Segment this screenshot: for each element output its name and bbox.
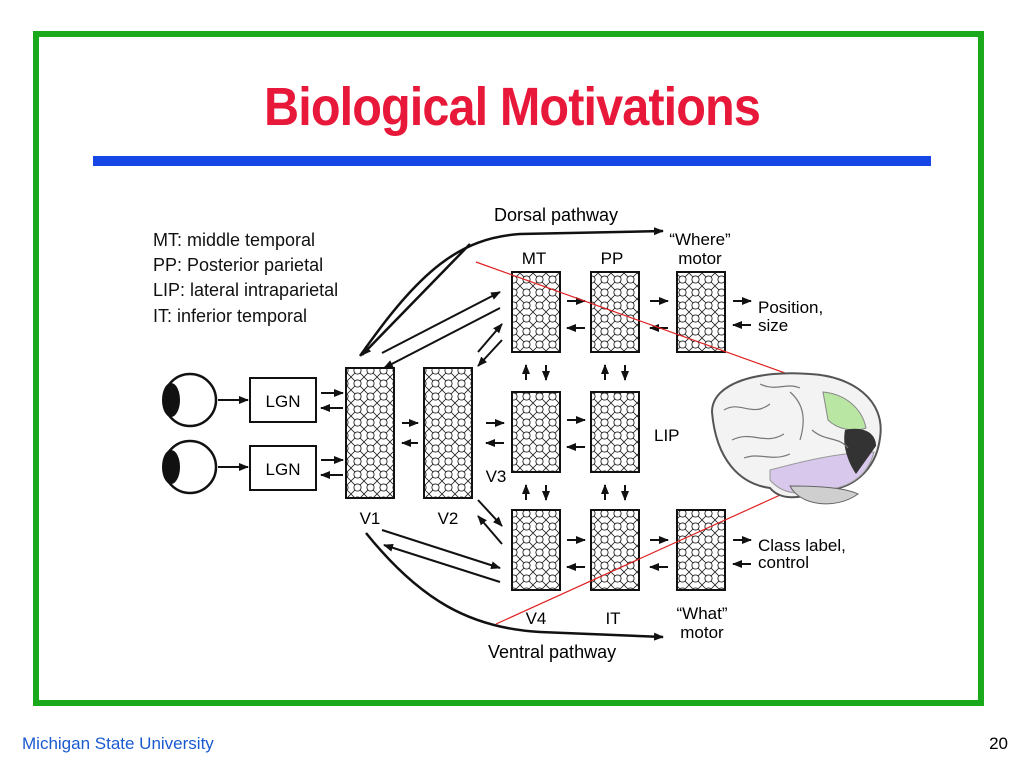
dorsal-pathway-arrow [358,227,664,357]
lgn-bottom-box [249,445,317,491]
mt-label: MT [522,249,547,268]
v1-label: V1 [360,509,381,528]
it-label: IT [605,609,620,628]
slide-frame [33,31,984,706]
lgn-top-label: LGN [266,392,301,411]
lip-network [590,391,640,473]
position-output-label-2: size [758,316,788,335]
where-motor-label-2: motor [678,249,722,268]
connection-arrows [381,291,752,583]
footer-institution: Michigan State University [22,734,214,753]
v1-network [345,367,395,499]
legend-pp: PP: Posterior parietal [153,255,323,275]
legend-lip: LIP: lateral intraparietal [153,280,338,300]
legend: MT: middle temporal PP: Posterior pariet… [153,230,338,326]
ventral-pathway-label: Ventral pathway [488,642,616,662]
where-motor-label-1: “Where” [669,230,731,249]
position-output-label-1: Position, [758,298,823,317]
v4-label: V4 [526,609,547,628]
v3-label: V3 [486,467,507,486]
what-motor-label-2: motor [680,623,724,642]
v3-network [511,391,561,473]
v2-network [423,367,473,499]
where-motor-network [676,271,726,353]
what-motor-network [676,509,726,591]
pp-label: PP [601,249,624,268]
dorsal-pathway-label: Dorsal pathway [494,205,618,225]
title-underline [93,156,931,166]
mt-network [511,271,561,353]
eye-top-icon [162,372,218,428]
ventral-pathway-arrow [365,532,664,641]
class-output-label-1: Class label, [758,536,846,555]
eye-bottom-icon [162,439,218,495]
v4-network [511,509,561,591]
page-number: 20 [989,734,1008,753]
slide-title: Biological Motivations [264,77,761,137]
highlight-lines [475,261,811,625]
class-output-label-2: control [758,553,809,572]
lgn-top-box [249,377,317,423]
legend-mt: MT: middle temporal [153,230,315,250]
v2-label: V2 [438,509,459,528]
legend-it: IT: inferior temporal [153,306,307,326]
lip-label: LIP [654,426,680,445]
lgn-bottom-label: LGN [266,460,301,479]
brain-icon [710,372,882,505]
what-motor-label-1: “What” [677,604,728,623]
